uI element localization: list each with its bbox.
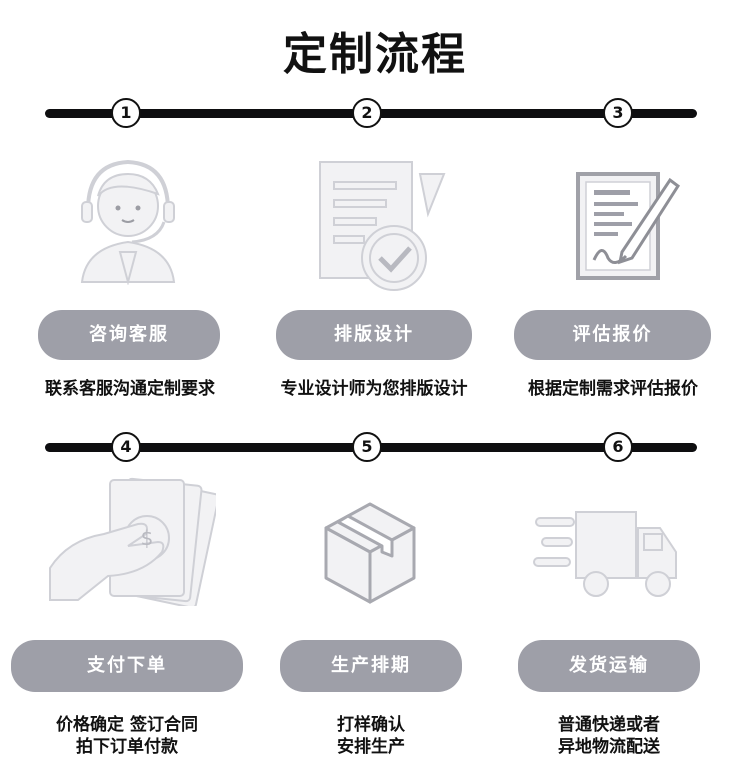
step-2-button[interactable]: 排版设计: [276, 310, 472, 360]
step-6-desc: 普通快递或者 异地物流配送: [558, 715, 660, 757]
step-6-button[interactable]: 发货运输: [518, 640, 700, 692]
step-5-desc: 打样确认 安排生产: [337, 715, 405, 757]
customer-service-icon: [80, 159, 176, 285]
step-number-1: 1: [111, 98, 141, 128]
step-number-4: 4: [111, 432, 141, 462]
package-box-icon: [324, 502, 416, 604]
quote-contract-icon: [576, 172, 681, 280]
step-3-desc: 根据定制需求评估报价: [528, 379, 698, 399]
step-number-5: 5: [352, 432, 382, 462]
payment-money-icon: $: [49, 477, 216, 606]
step-5-button[interactable]: 生产排期: [280, 640, 462, 692]
step-2-desc: 专业设计师为您排版设计: [280, 379, 468, 399]
delivery-truck-icon: [533, 511, 677, 597]
step-number-2: 2: [352, 98, 382, 128]
step-1-button[interactable]: 咨询客服: [38, 310, 220, 360]
step-number-3: 3: [603, 98, 633, 128]
step-4-button[interactable]: 支付下单: [11, 640, 243, 692]
page-title: 定制流程: [283, 29, 467, 80]
step-1-desc: 联系客服沟通定制要求: [45, 379, 215, 399]
step-number-6: 6: [603, 432, 633, 462]
step-3-button[interactable]: 评估报价: [514, 310, 711, 360]
step-4-desc: 价格确定 签订合同 拍下订单付款: [56, 715, 198, 757]
design-document-icon: [319, 161, 446, 291]
svg-text:$: $: [141, 526, 154, 550]
